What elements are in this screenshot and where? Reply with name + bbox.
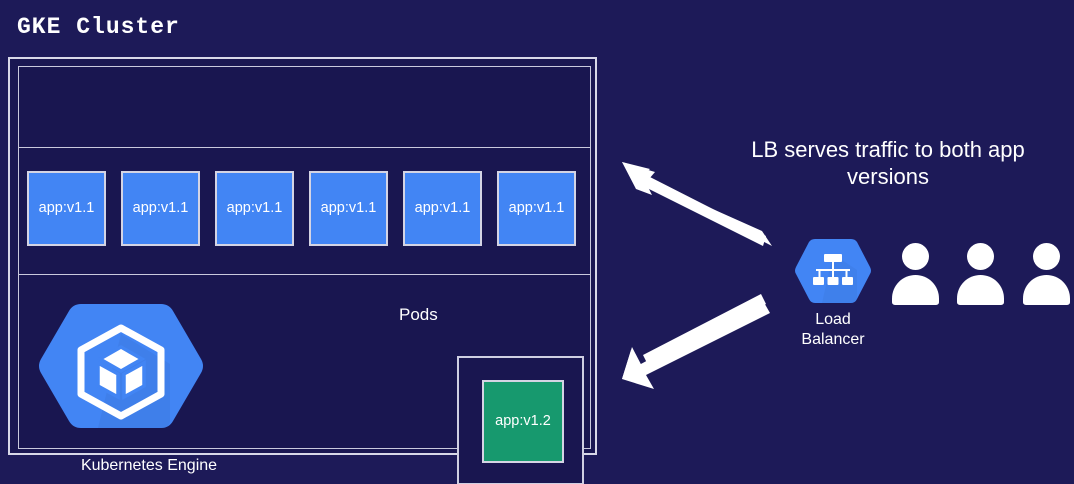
user-head (967, 243, 995, 270)
user-icon-1 (890, 243, 939, 305)
load-balancer-label-line1: Load (815, 311, 851, 328)
load-balancer-node[interactable]: Load Balancer (795, 238, 871, 348)
user-head (1032, 243, 1060, 270)
node-header-divider (18, 147, 591, 148)
pod-app-v1-2-green[interactable]: app:v1.2 (482, 380, 564, 463)
user-head (902, 243, 929, 270)
node-row-divider (18, 274, 591, 275)
lb-caption: LB serves traffic to both app versions (751, 137, 1025, 189)
gke-cluster-box: app:v1.1 app:v1.1 app:v1.1 app:v1.1 app:… (8, 57, 597, 484)
pod-app-v1-3[interactable]: app:v1.1 (215, 171, 294, 246)
kubernetes-engine-logo: Kubernetes Engine (38, 302, 217, 474)
user-body (957, 275, 1005, 305)
page-title: GKE Cluster (17, 14, 180, 40)
load-balancer-icon (795, 239, 871, 303)
pod-app-v1-1[interactable]: app:v1.1 (27, 171, 106, 246)
pod-app-v1-2[interactable]: app:v1.1 (121, 171, 200, 246)
load-balancer-label: Load Balancer (773, 310, 893, 351)
kubernetes-engine-label: Kubernetes Engine (80, 457, 218, 474)
user-body (1022, 275, 1070, 305)
pod-container-v2: app:v1.2 (457, 356, 584, 484)
user-body (892, 275, 939, 305)
user-icon-2 (955, 243, 1005, 305)
load-balancer-label-line2: Balancer (801, 331, 865, 349)
arrow-to-pod-v2 (622, 294, 770, 389)
pod-app-v1-5[interactable]: app:v1.1 (403, 171, 482, 246)
pods-label: Pods (399, 305, 438, 324)
users-group (890, 243, 1070, 305)
kubernetes-engine-icon (39, 304, 203, 428)
pod-row-v1: app:v1.1 app:v1.1 app:v1.1 app:v1.1 app:… (27, 171, 591, 246)
pod-app-v1-4[interactable]: app:v1.1 (309, 171, 388, 246)
pod-app-v1-6[interactable]: app:v1.1 (497, 171, 576, 246)
user-icon-3 (1021, 243, 1070, 305)
